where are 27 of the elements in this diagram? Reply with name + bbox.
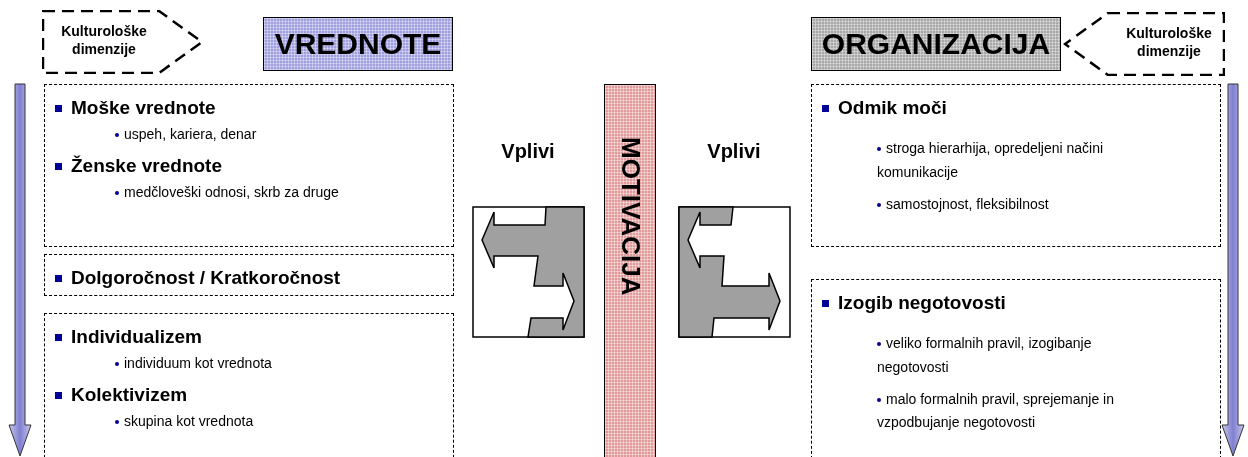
bullet-item: stroga hierarhija, opredeljeni načini komunikacije [822, 137, 1160, 185]
bullet-item: individuum kot vrednota [115, 352, 443, 376]
category-panel [44, 254, 454, 296]
bullet-heading: Kolektivizem [55, 383, 188, 406]
bullet-heading: Moške vrednote [55, 97, 216, 119]
category-panel [811, 84, 1221, 247]
category-panel [811, 279, 1221, 457]
bullet-heading: Ženske vrednote [55, 154, 222, 177]
influence-label: Vplivi [706, 140, 762, 163]
section-title: ORGANIZACIJA [811, 17, 1061, 71]
bullet-heading: Individualizem [55, 326, 202, 348]
bullet-item: veliko formalnih pravil, izogibanje negotovosti [822, 332, 1160, 380]
bullet-item: samostojnost, fleksibilnost [822, 192, 1160, 217]
dimension-label: Kulturološke dimenzije [1125, 25, 1213, 60]
bullet-item: medčloveški odnosi, skrb za druge [115, 180, 443, 205]
category-panel [44, 313, 454, 457]
bullet-item: uspeh, kariera, denar [115, 123, 443, 147]
dimension-label: Kulturološke dimenzije [60, 23, 148, 58]
bullet-item: skupina kot vrednota [115, 409, 443, 434]
bullet-heading: Dolgoročnost / Kratkoročnost [55, 267, 341, 289]
category-panel [44, 84, 454, 247]
vertical-banner: MOTIVACIJA [604, 84, 656, 457]
bullet-item: malo formalnih pravil, sprejemanje in vzpodbujanje negotovosti [822, 387, 1160, 436]
influence-label: Vplivi [500, 140, 556, 163]
bullet-heading: Odmik moči [822, 97, 947, 119]
section-title: VREDNOTE [263, 17, 453, 71]
bullet-heading: Izogib negotovosti [822, 292, 1006, 314]
